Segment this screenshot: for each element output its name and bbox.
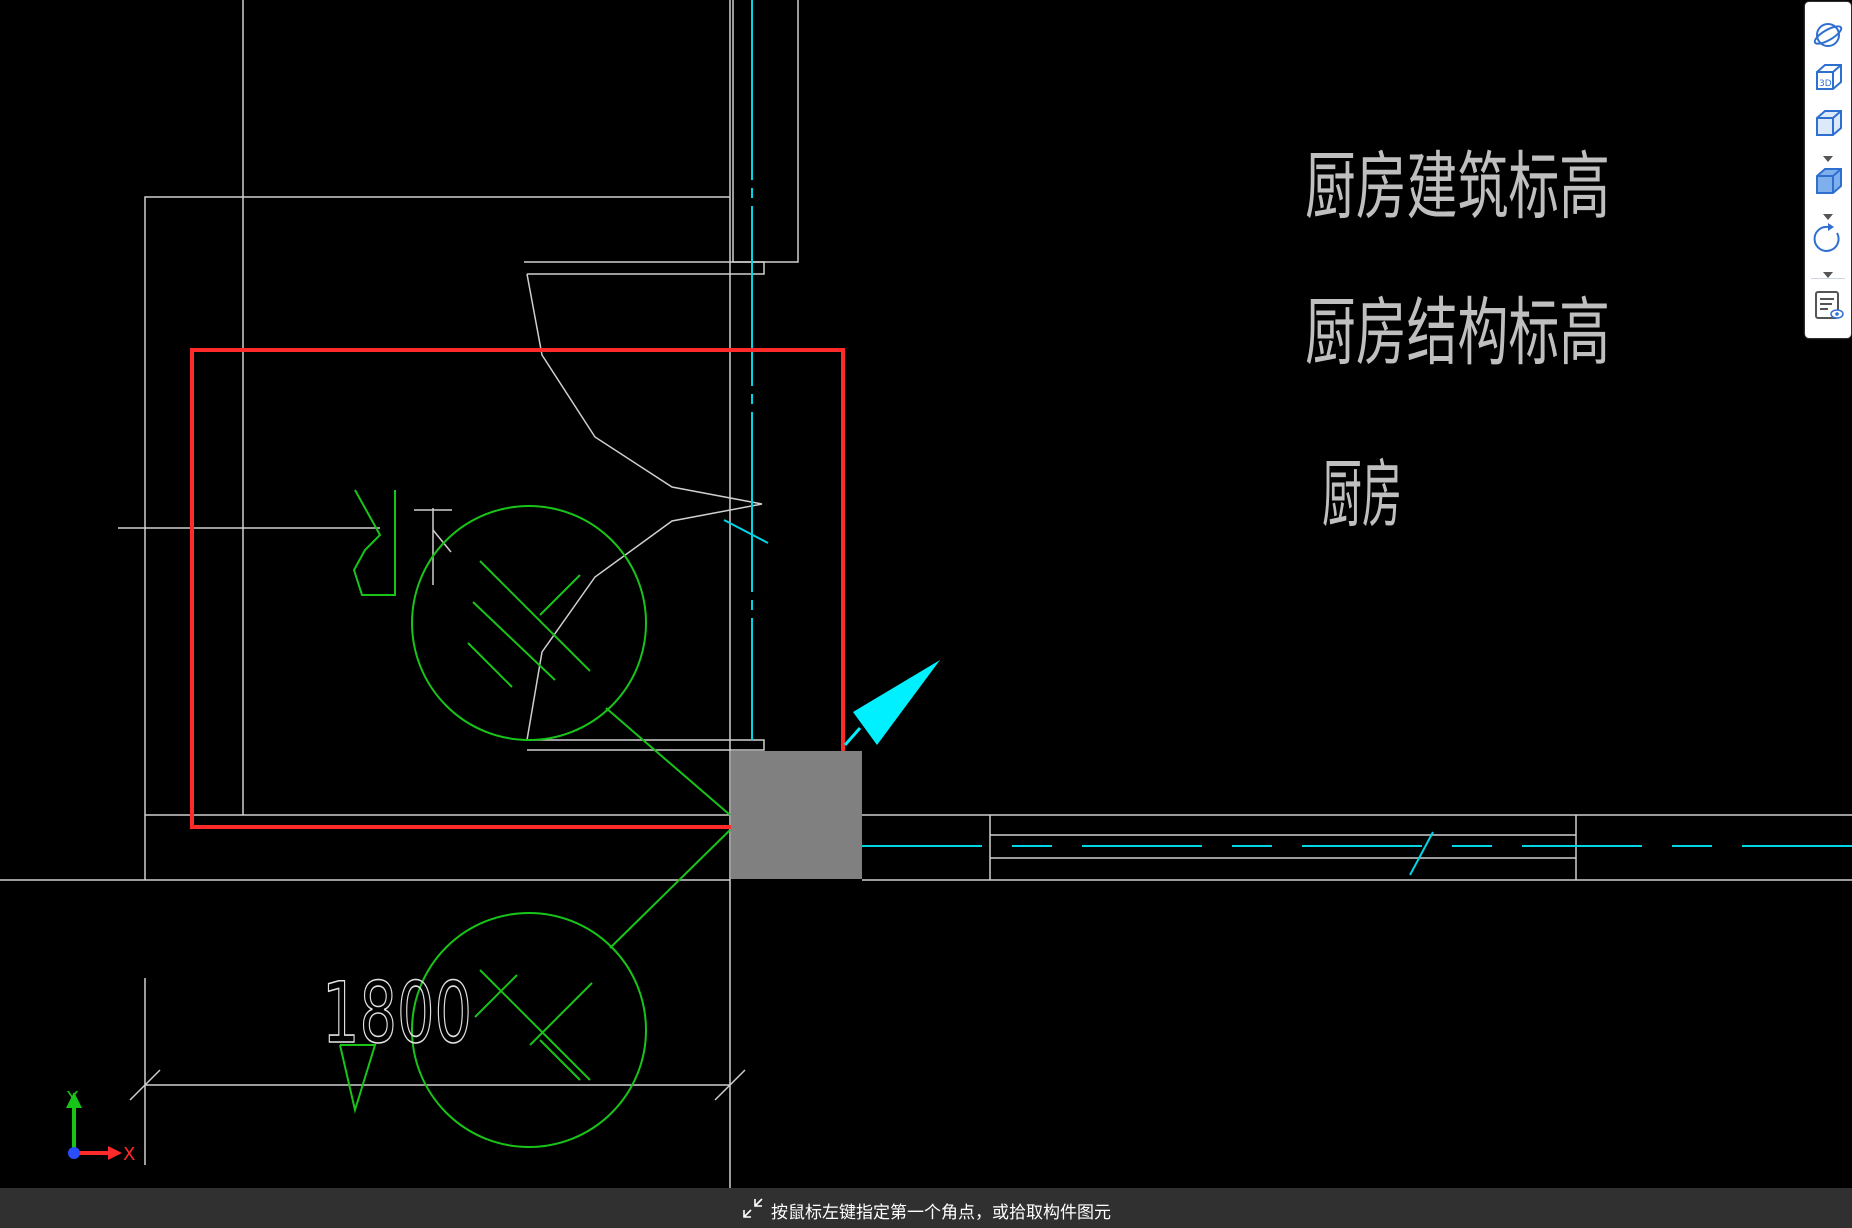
selection-rectangle xyxy=(190,348,845,829)
architectural-lines xyxy=(0,0,1852,1188)
axis-x-label: X xyxy=(123,1144,135,1165)
status-bar: 按鼠标左键指定第一个角点，或拾取构件图元 xyxy=(0,1188,1852,1228)
view-toolbar: 3D xyxy=(1805,2,1851,338)
cube-view-icon[interactable] xyxy=(1811,106,1845,140)
kitchen-label: 厨房 xyxy=(1322,452,1402,538)
cube-solid-dropdown-icon[interactable] xyxy=(1821,206,1835,220)
3d-view-icon[interactable]: 3D xyxy=(1811,60,1845,94)
cad-text-labels: 厨房建筑标高 厨房结构标高 厨房 1800 xyxy=(321,144,1610,1063)
cube-solid-icon[interactable] xyxy=(1811,164,1845,198)
ucs-axis-icon: Y X xyxy=(66,1088,135,1165)
dimension-label: 1800 xyxy=(322,964,472,1062)
orbit-icon[interactable] xyxy=(1811,18,1845,52)
command-prompt: 按鼠标左键指定第一个角点，或拾取构件图元 xyxy=(771,1203,1111,1223)
select-corner-icon xyxy=(742,1197,764,1219)
3d-view-text: 3D xyxy=(1819,79,1832,89)
grip-box[interactable] xyxy=(731,751,862,879)
rotate-icon[interactable] xyxy=(1811,222,1845,256)
toolbar-divider xyxy=(1811,278,1845,279)
axis-lines xyxy=(723,0,1852,876)
display-settings-icon[interactable] xyxy=(1811,288,1845,322)
rotate-dropdown-icon[interactable] xyxy=(1821,264,1835,278)
drain-symbols xyxy=(339,489,731,1148)
kitchen-struct-elevation-label: 厨房结构标高 xyxy=(1305,290,1610,376)
cube-view-dropdown-icon[interactable] xyxy=(1821,148,1835,162)
cursor-arrow-icon xyxy=(853,660,940,745)
axis-y-label: Y xyxy=(66,1088,79,1109)
kitchen-arch-elevation-label: 厨房建筑标高 xyxy=(1305,144,1610,230)
cad-canvas[interactable]: 厨房建筑标高 厨房结构标高 厨房 1800 Y X xyxy=(0,0,1852,1188)
cursor-arrow-stem xyxy=(843,727,862,746)
